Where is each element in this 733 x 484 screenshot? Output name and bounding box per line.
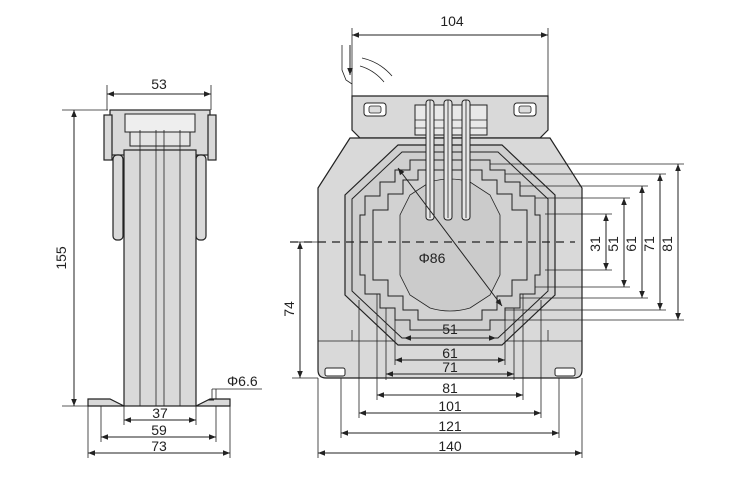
front-dim-v81: 81 [659, 236, 675, 252]
side-left-clamp [103, 114, 113, 161]
front-view: Φ86 104 74 51 61 71 81 101 121 [281, 13, 684, 458]
front-dim-w71: 71 [442, 359, 458, 375]
front-dim-v31: 31 [587, 236, 603, 252]
side-right-leg [195, 154, 207, 241]
front-dim-w101: 101 [438, 398, 462, 414]
front-dim-w81: 81 [442, 380, 458, 396]
side-left-leg [112, 154, 124, 241]
front-dim-w51: 51 [442, 321, 458, 337]
side-column [123, 149, 197, 407]
front-dim-v51: 51 [605, 236, 621, 252]
front-dim-w61: 61 [442, 345, 458, 361]
side-view: 53 155 37 59 73 Φ6.6 [53, 76, 262, 458]
side-dim-top-width: 53 [151, 76, 167, 92]
side-dim-base-mid: 59 [151, 422, 167, 438]
side-dim-base-inner: 37 [152, 405, 168, 421]
front-dim-top-width: 104 [440, 13, 464, 29]
front-dim-v71: 71 [641, 236, 657, 252]
side-dim-height: 155 [53, 246, 69, 270]
front-dim-center-height: 74 [281, 301, 297, 317]
side-dim-hole: Φ6.6 [227, 373, 258, 389]
front-dim-w140: 140 [438, 438, 462, 454]
side-right-clamp [207, 114, 217, 161]
front-dim-bore: Φ86 [419, 250, 446, 266]
front-dim-w121: 121 [438, 418, 462, 434]
side-left-flange [87, 398, 125, 407]
side-dim-base-outer: 73 [151, 438, 167, 454]
side-top-plate [124, 113, 196, 133]
front-dim-v61: 61 [623, 236, 639, 252]
